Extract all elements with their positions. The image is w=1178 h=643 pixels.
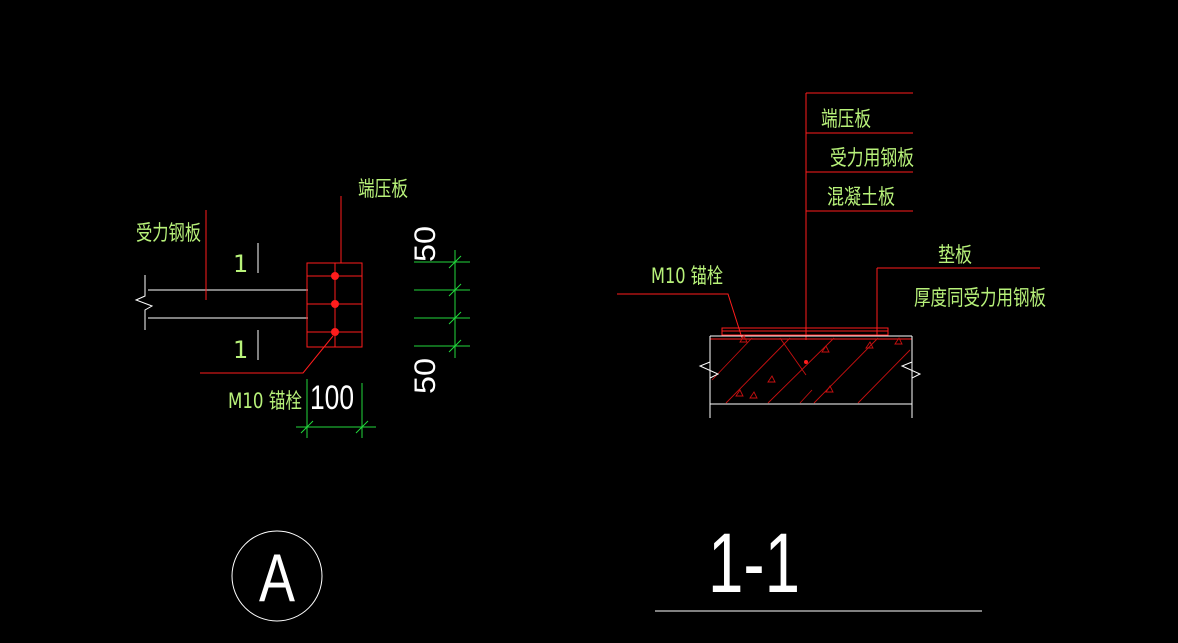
dim-width: 100	[310, 379, 354, 417]
section-mark-top: 1	[233, 250, 248, 278]
detail-a: 端压板 受力钢板 M10 锚栓 1 1 50 50 100	[134, 177, 470, 622]
section-mark-bottom: 1	[233, 336, 248, 364]
label-pad-note: 厚度同受力用钢板	[914, 286, 1046, 310]
break-symbol-right	[900, 336, 922, 418]
vertical-dimension	[414, 250, 470, 358]
dim-spacing-bottom: 50	[409, 358, 442, 394]
detail-symbol-letter: A	[259, 540, 296, 616]
steel-plate-band	[134, 275, 308, 330]
label-anchor: M10 锚栓	[228, 389, 302, 413]
leader-anchor	[200, 335, 334, 374]
label-pad: 垫板	[938, 243, 972, 267]
label-leaders	[617, 92, 1040, 340]
horizontal-dimension	[296, 379, 376, 438]
dim-spacing-top: 50	[409, 226, 442, 262]
detail-symbol-circle	[231, 530, 323, 622]
label-end-plate: 端压板	[821, 107, 871, 131]
label-steel-plate: 受力用钢板	[830, 146, 914, 170]
label-anchor: M10 锚栓	[651, 264, 723, 288]
label-end-plate: 端压板	[358, 177, 408, 201]
anchor-head	[804, 360, 808, 364]
break-symbol	[134, 275, 154, 330]
plates	[721, 327, 889, 364]
concrete-slab	[698, 335, 922, 418]
section-title: 1-1	[708, 516, 800, 610]
label-steel-plate: 受力钢板	[136, 221, 201, 245]
section-1-1: 端压板 受力用钢板 混凝土板 M10 锚栓 垫板 厚度同受力用钢板 1-1	[617, 92, 1046, 612]
break-symbol-left	[698, 336, 720, 418]
anchor-bolts	[307, 263, 362, 347]
label-concrete: 混凝土板	[827, 185, 895, 209]
